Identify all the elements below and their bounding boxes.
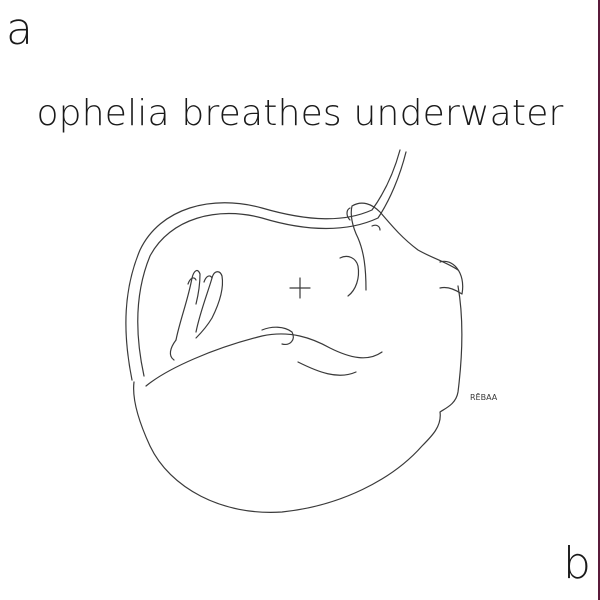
- rat-ear: [439, 260, 464, 295]
- right-edge-border: [598, 0, 600, 600]
- rat-hind-paw: [261, 326, 294, 345]
- rat-front-fingers: [169, 275, 213, 361]
- rat-belly-inner: [297, 361, 357, 376]
- rat-back-outline: [133, 285, 463, 513]
- corner-letter-a: a: [6, 4, 33, 55]
- tail-outer-line: [125, 149, 401, 381]
- rat-eye: [371, 224, 381, 231]
- center-cross-mark: [289, 277, 311, 299]
- cover-title: ophelia breathes underwater: [36, 93, 564, 134]
- rat-belly-line: [145, 333, 383, 387]
- rat-front-paw-right: [195, 271, 224, 339]
- rat-nose: [346, 207, 351, 221]
- tail-inner-line: [137, 151, 407, 377]
- corner-letter-b: b: [563, 538, 591, 589]
- rat-head-outline: [350, 202, 459, 291]
- rat-front-paw-left: [175, 269, 201, 341]
- rat-paw-near-head: [339, 255, 360, 297]
- artist-signature: RĒBAA: [470, 392, 498, 402]
